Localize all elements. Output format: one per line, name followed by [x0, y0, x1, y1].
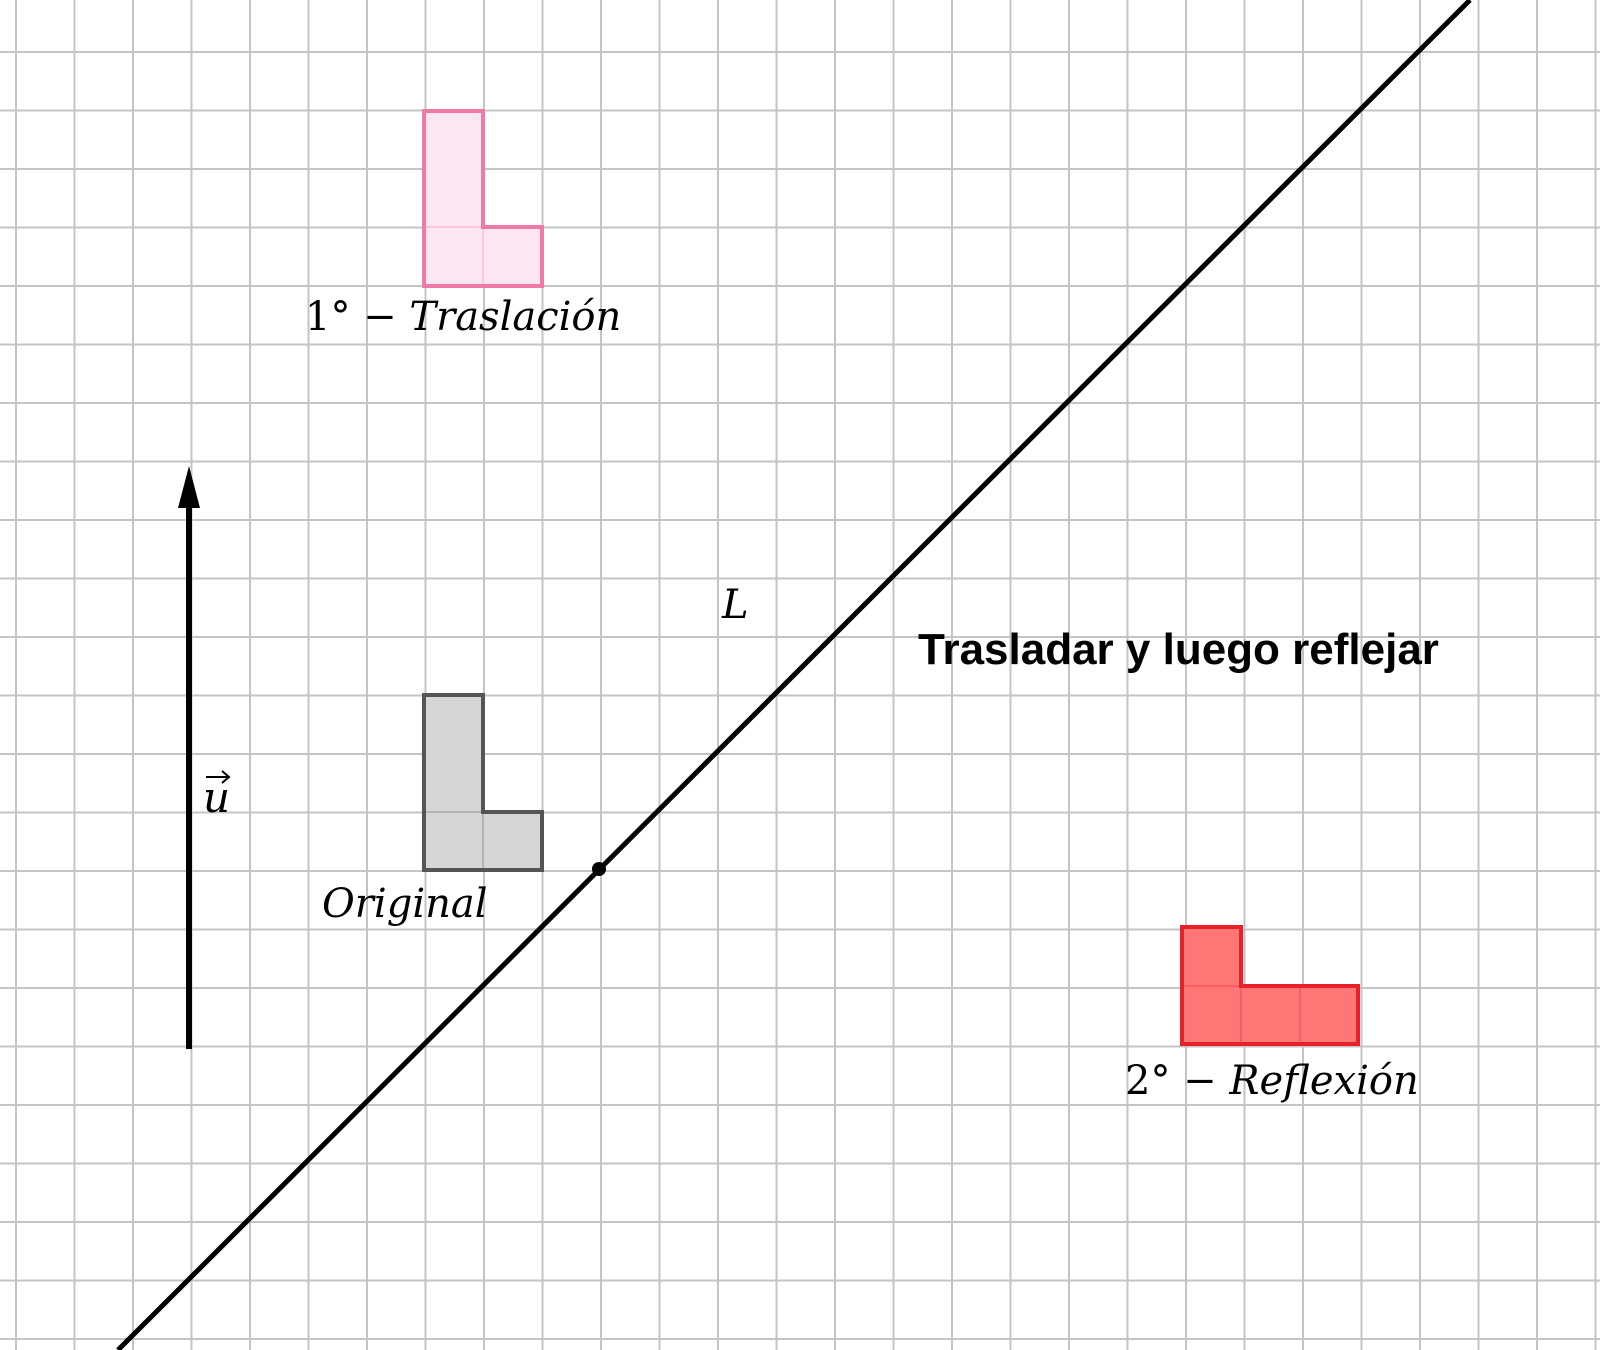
shape-original[interactable] — [422, 693, 544, 872]
shape-translation[interactable] — [422, 109, 544, 288]
vector-arrow-accent-icon — [206, 770, 231, 784]
original-label: Original — [322, 881, 488, 927]
page-title: Trasladar y luego reflejar — [918, 625, 1439, 674]
vector-u[interactable] — [178, 466, 200, 1049]
reflection-label: 2° − Reflexión — [1125, 1058, 1419, 1104]
mirror-line-l[interactable] — [116, 0, 1472, 1350]
line-point[interactable] — [592, 862, 606, 876]
translation-label-word: Traslación — [409, 294, 621, 340]
translation-label: 1° − Traslación — [305, 294, 621, 340]
line-label: L — [721, 582, 749, 628]
translation-label-prefix: 1° − — [305, 294, 409, 340]
shape-reflection[interactable] — [1180, 925, 1360, 1046]
reflection-label-word: Reflexión — [1228, 1058, 1418, 1104]
reflection-label-prefix: 2° − — [1125, 1058, 1229, 1104]
arrow-up-icon — [178, 466, 200, 508]
